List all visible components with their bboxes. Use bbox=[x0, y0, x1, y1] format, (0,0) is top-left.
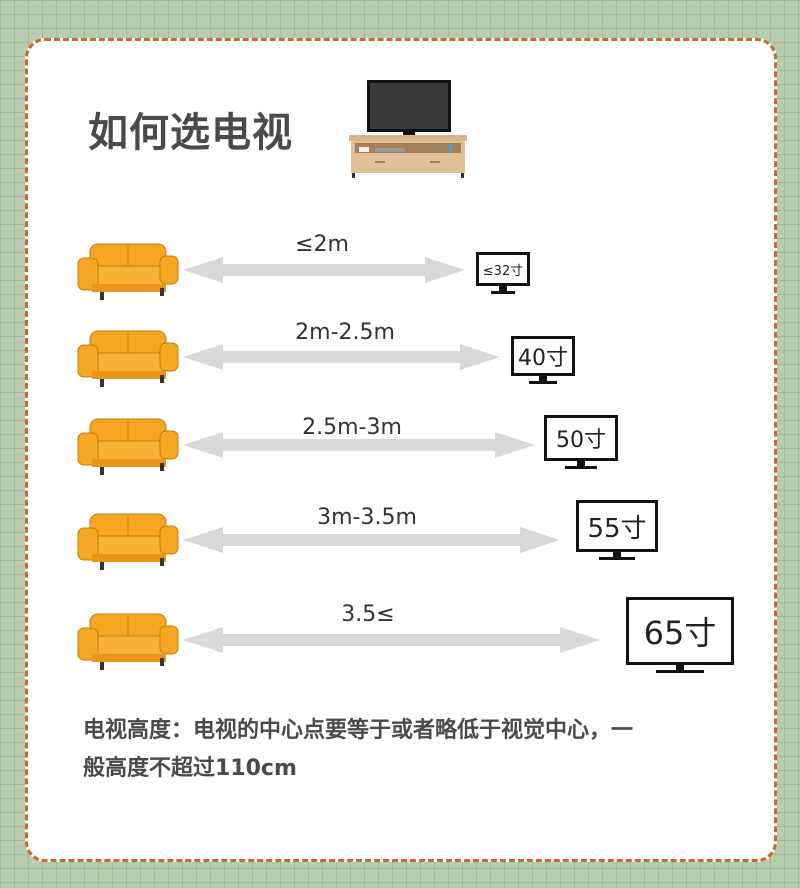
tv-size-label: 65寸 bbox=[626, 597, 734, 665]
distance-arrow bbox=[183, 257, 465, 283]
tv-size-label: 55寸 bbox=[576, 500, 658, 552]
tv-icon: ≤32寸 bbox=[476, 252, 530, 298]
distance-arrow bbox=[183, 432, 535, 458]
distance-arrow bbox=[183, 344, 500, 370]
tv-icon: 65寸 bbox=[626, 597, 734, 677]
distance-label: 2m-2.5m bbox=[295, 320, 395, 345]
distance-arrow bbox=[183, 527, 560, 553]
distance-arrow bbox=[183, 627, 600, 653]
distance-label: 3.5≤ bbox=[341, 602, 395, 627]
tv-icon: 50寸 bbox=[544, 415, 618, 473]
sofa-icon bbox=[77, 513, 179, 570]
tv-icon: 55寸 bbox=[576, 500, 658, 564]
tv-cabinet-icon bbox=[349, 80, 467, 178]
distance-label: ≤2m bbox=[295, 232, 349, 257]
sofa-icon bbox=[77, 243, 179, 300]
tv-icon: 40寸 bbox=[511, 336, 575, 388]
sofa-icon bbox=[77, 330, 179, 387]
sofa-icon bbox=[77, 613, 179, 670]
height-note: 电视高度：电视的中心点要等于或者略低于视觉中心，一般高度不超过110cm bbox=[83, 718, 634, 781]
distance-label: 3m-3.5m bbox=[317, 505, 417, 530]
sofa-icon bbox=[77, 418, 179, 475]
tv-size-label: ≤32寸 bbox=[476, 252, 530, 286]
distance-label: 2.5m-3m bbox=[302, 415, 402, 440]
tv-size-label: 40寸 bbox=[511, 336, 575, 376]
tv-size-label: 50寸 bbox=[544, 415, 618, 461]
page-title: 如何选电视 bbox=[88, 110, 293, 156]
